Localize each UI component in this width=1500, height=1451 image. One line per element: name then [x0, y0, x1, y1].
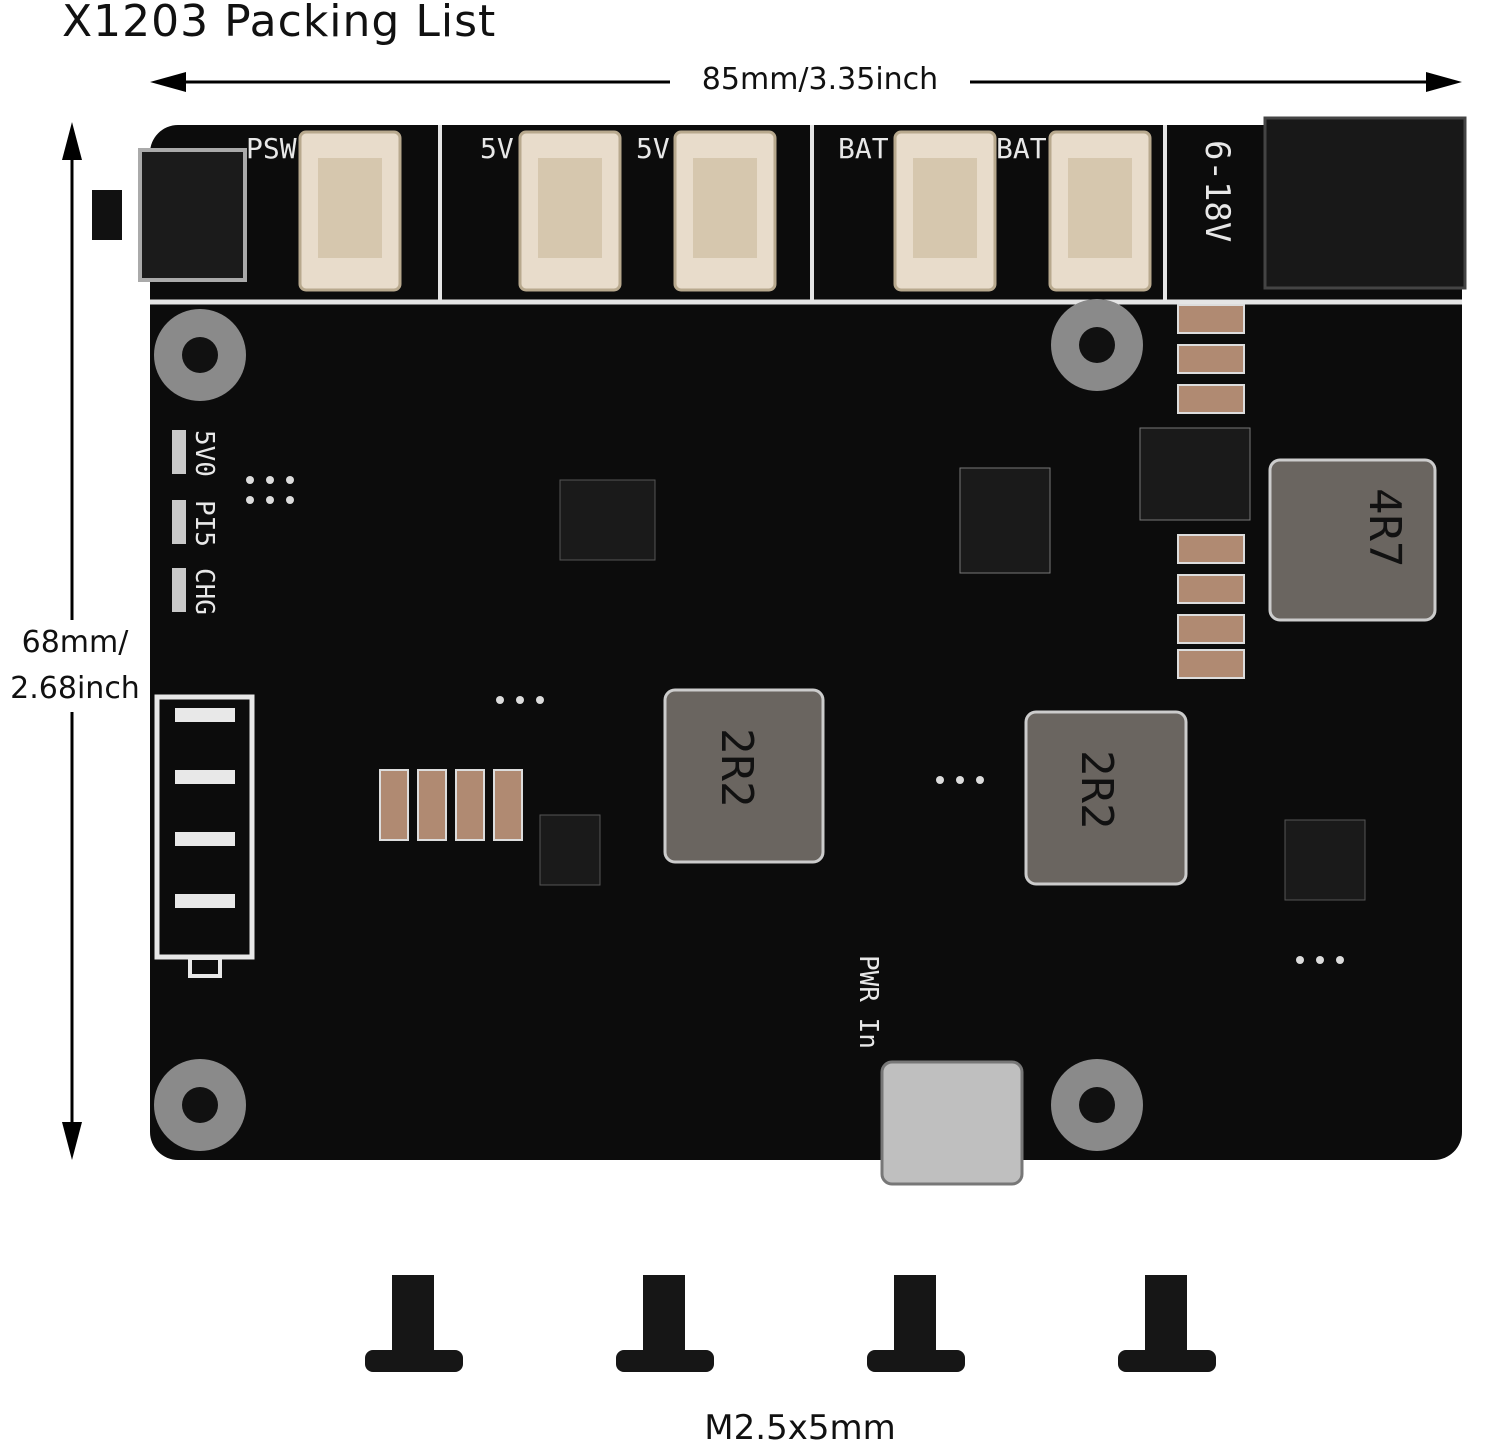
ic-chip	[559, 479, 656, 561]
ic-chip	[539, 814, 601, 886]
height-label-line2: 2.68inch	[10, 671, 140, 706]
inductor: 2R2	[1024, 710, 1188, 886]
screw	[616, 1275, 714, 1372]
mounting-hole	[1051, 299, 1143, 391]
mounting-hole	[154, 1059, 246, 1151]
jst-connector	[298, 130, 402, 292]
connector-label-psw: PSW	[246, 132, 297, 165]
inductor: 2R2	[663, 688, 825, 864]
jst-connector	[673, 130, 777, 292]
battery-icon	[154, 694, 255, 978]
ic-chip	[1284, 819, 1366, 901]
port-label: PWR In	[853, 955, 883, 1049]
led-label-chg: CHG	[189, 568, 219, 615]
screws-label: M2.5x5mm	[704, 1408, 896, 1448]
height-label: 68mm/ 2.68inch	[0, 620, 150, 712]
dc-barrel-jack	[1263, 116, 1467, 290]
power-switch	[92, 148, 247, 282]
connector-label-5v-1: 5V	[480, 132, 514, 165]
led-label-5v0: 5V0	[189, 430, 219, 477]
width-label: 85mm/3.35inch	[670, 60, 970, 100]
width-dimension: 85mm/3.35inch	[150, 60, 1462, 100]
mounting-hole	[154, 309, 246, 401]
usb-c-port	[880, 1060, 1024, 1186]
jst-connector	[893, 130, 997, 292]
svg-text:4R7: 4R7	[1359, 488, 1410, 567]
height-label-line1: 68mm/	[21, 625, 129, 660]
connector-label-bat-2: BAT	[996, 132, 1047, 165]
pcb	[150, 125, 1462, 1160]
voltage-label: 6-18V	[1197, 140, 1237, 242]
screw	[365, 1275, 463, 1372]
svg-text:2R2: 2R2	[711, 728, 762, 807]
connector-label-5v-2: 5V	[636, 132, 670, 165]
screw	[867, 1275, 965, 1372]
inductor: 4R7	[1268, 458, 1437, 622]
mounting-hole	[1051, 1059, 1143, 1151]
led-label-pi5: PI5	[189, 500, 219, 547]
page-title: X1203 Packing List	[62, 0, 497, 47]
ic-chip	[1139, 427, 1251, 521]
jst-connector	[518, 130, 622, 292]
screw	[1118, 1275, 1216, 1372]
via-pattern	[246, 476, 1344, 964]
capacitor-row	[379, 304, 1245, 841]
jst-connector	[1048, 130, 1152, 292]
ic-chip	[959, 467, 1051, 574]
svg-text:2R2: 2R2	[1071, 750, 1122, 829]
connector-label-bat-1: BAT	[838, 132, 889, 165]
